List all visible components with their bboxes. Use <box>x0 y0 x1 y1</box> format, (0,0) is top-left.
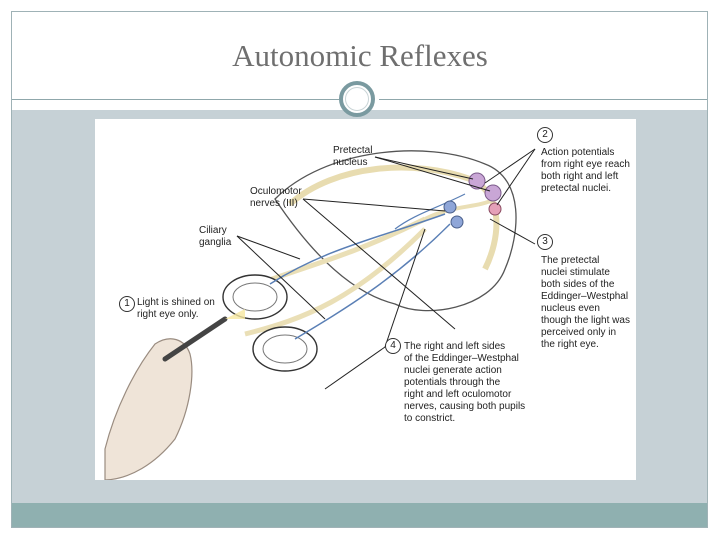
penlight <box>162 316 228 362</box>
step-4-number: 4 <box>385 338 401 354</box>
brain-outline <box>274 150 517 312</box>
reflex-illustration <box>104 148 536 480</box>
step-1-number: 1 <box>119 296 135 312</box>
pretectal-nucleus-left <box>484 184 502 202</box>
footer-bar <box>12 503 707 527</box>
step-2-number: 2 <box>537 127 553 143</box>
brain-inner-band <box>288 164 500 271</box>
left-eye <box>252 326 318 372</box>
oculomotor-nerve-right <box>269 213 446 285</box>
leader-step4-1 <box>384 228 426 348</box>
light-beam <box>225 309 245 319</box>
pretectal-pathway <box>424 197 496 221</box>
optic-tract-lower <box>244 227 427 337</box>
step-4-text: The right and left sides of the Eddinger… <box>404 341 526 424</box>
right-eye-lens <box>232 282 278 312</box>
eddinger-westphal-left <box>450 215 464 229</box>
leader-step3 <box>489 218 536 245</box>
left-eye-lens <box>262 334 308 364</box>
step-1-text: Light is shined on right eye only. <box>137 297 215 320</box>
oculomotor-nerve-left <box>294 223 451 340</box>
leader-oculomotor-2 <box>302 198 456 330</box>
title-ring-center <box>345 87 369 111</box>
leader-pretectal-1 <box>374 156 474 180</box>
pretectal-nucleus-right <box>468 172 486 190</box>
pretectal-nucleus-small <box>488 202 502 216</box>
label-pretectal-nucleus: Pretectal nucleus <box>333 145 373 168</box>
right-eye <box>222 274 288 320</box>
label-ciliary-ganglia: Ciliary ganglia <box>199 225 232 248</box>
leader-step2-1 <box>484 148 536 184</box>
pretectal-nerve <box>394 193 466 230</box>
eddinger-westphal-right <box>443 200 457 214</box>
step-3-number: 3 <box>537 234 553 250</box>
leader-oculomotor-1 <box>302 198 446 212</box>
hand <box>104 338 193 480</box>
leader-step4-2 <box>324 346 386 390</box>
step-2-text: Action potentials from right eye reach b… <box>541 147 630 194</box>
label-oculomotor-nerves: Oculomotor nerves (III) <box>250 186 302 209</box>
leader-ciliary-2 <box>236 235 326 320</box>
title-rule-left <box>12 99 339 100</box>
leader-pretectal-2 <box>374 156 491 192</box>
slide-title: Autonomic Reflexes <box>232 38 488 73</box>
leader-ciliary-1 <box>236 235 301 260</box>
pupillary-reflex-figure: Pretectal nucleus Oculomotor nerves (III… <box>95 119 636 480</box>
leader-step2-2 <box>496 148 536 206</box>
step-3-text: The pretectal nuclei stimulate both side… <box>541 255 630 350</box>
title-rule-right <box>379 99 707 100</box>
